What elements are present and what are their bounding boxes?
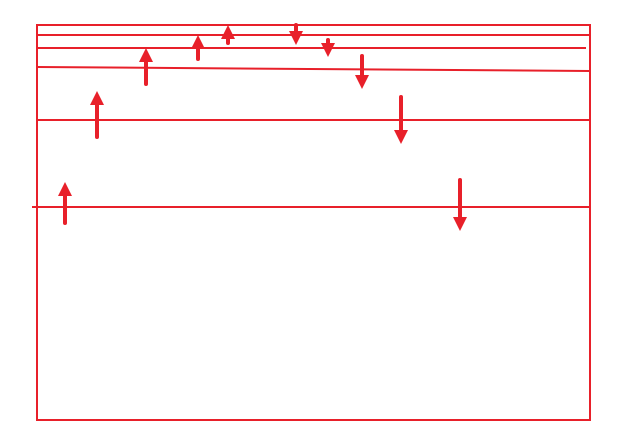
arrow-6-head [289,31,303,45]
arrow-7-head [321,43,335,57]
arrow-10-down-arrow-icon [453,178,467,231]
arrow-1-head [58,182,72,196]
arrow-3-up-arrow-icon [139,48,153,86]
arrow-8-down-arrow-icon [355,54,369,89]
arrow-3-head [139,48,153,62]
arrow-1-up-arrow-icon [58,182,72,225]
arrow-2-head [90,91,104,105]
arrow-4-head [191,35,205,49]
arrow-2-up-arrow-icon [90,91,104,139]
arrow-4-up-arrow-icon [191,35,205,61]
lines-group [32,24,591,208]
arrow-9-down-arrow-icon [394,95,408,144]
arrow-6-down-arrow-icon [289,23,303,45]
arrows-group [58,23,467,231]
arrow-7-down-arrow-icon [321,38,335,57]
sloped-line [36,66,591,72]
arrow-8-head [355,75,369,89]
arrow-9-head [394,130,408,144]
arrow-5-up-arrow-icon [221,25,235,45]
arrow-10-head [453,217,467,231]
arrow-5-head [221,25,235,39]
